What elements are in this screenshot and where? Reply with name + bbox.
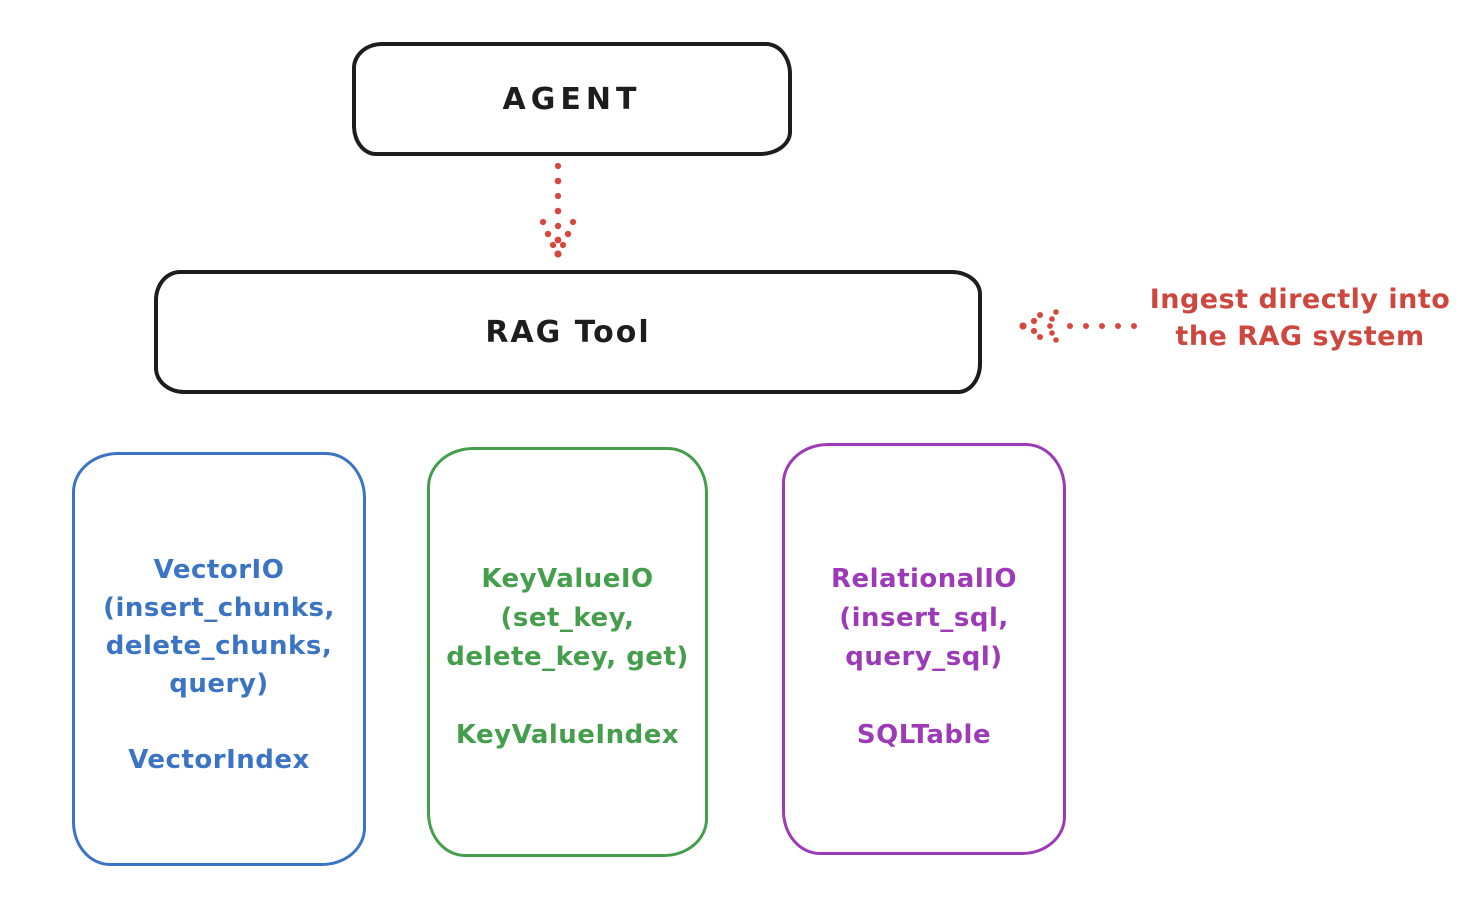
keyvalue-io-line: delete_key, get) — [446, 642, 689, 672]
rag-tool-label: RAG Tool — [485, 314, 651, 350]
vector-index-label: VectorIndex — [128, 745, 310, 775]
keyvalue-io-text: KeyValueIO (set_key, delete_key, get) Ke… — [430, 560, 705, 755]
relational-io-box: RelationalIO (insert_sql, query_sql) SQL… — [782, 443, 1066, 855]
vector-io-line: query) — [169, 669, 269, 699]
rag-tool-box: RAG Tool — [154, 270, 982, 394]
relational-io-line: RelationalIO — [830, 564, 1018, 594]
relational-io-text: RelationalIO (insert_sql, query_sql) SQL… — [785, 560, 1063, 755]
sql-table-label: SQLTable — [856, 720, 992, 750]
dotted-arrow-left-icon — [1019, 309, 1137, 343]
relational-io-line: query_sql) — [845, 642, 1003, 672]
vector-io-box: VectorIO (insert_chunks, delete_chunks, … — [72, 452, 366, 866]
vector-io-line: delete_chunks, — [105, 631, 333, 661]
vector-io-line: VectorIO — [153, 555, 285, 585]
agent-label: AGENT — [502, 81, 642, 117]
ingest-annotation-line1: Ingest directly into — [1149, 284, 1451, 315]
vector-io-line: (insert_chunks, — [103, 593, 335, 623]
keyvalue-io-box: KeyValueIO (set_key, delete_key, get) Ke… — [427, 447, 708, 857]
ingest-annotation-line2: the RAG system — [1175, 321, 1425, 352]
vector-io-text: VectorIO (insert_chunks, delete_chunks, … — [75, 551, 363, 779]
relational-io-line: (insert_sql, — [839, 603, 1009, 633]
keyvalue-io-line: (set_key, — [500, 603, 635, 633]
keyvalue-io-line: KeyValueIO — [481, 564, 654, 594]
ingest-annotation: Ingest directly into the RAG system — [1128, 281, 1472, 355]
agent-box: AGENT — [352, 42, 792, 156]
keyvalue-index-label: KeyValueIndex — [455, 720, 680, 750]
dotted-arrow-down-icon — [539, 162, 577, 258]
